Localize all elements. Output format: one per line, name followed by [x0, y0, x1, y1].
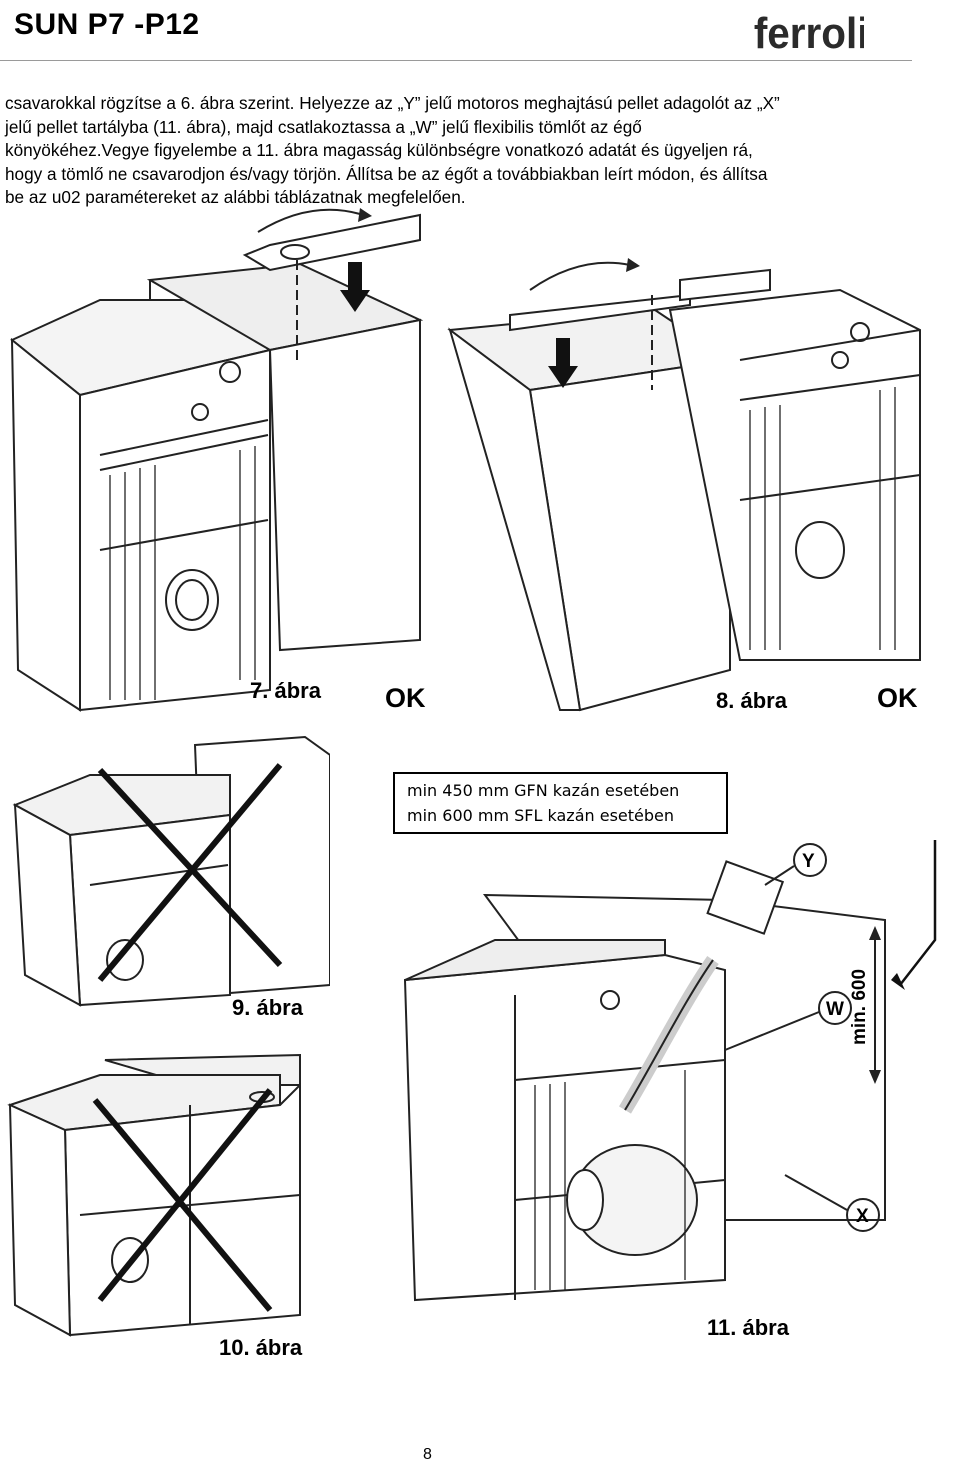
intro-line: be az u02 paramétereket az alábbi tábláz… — [5, 187, 466, 207]
note-line: min 600 mm SFL kazán esetében — [407, 806, 674, 825]
figure-7-caption: 7. ábra — [250, 678, 321, 703]
note-line: min 450 mm GFN kazán esetében — [407, 781, 680, 800]
figure-7-ok: OK — [385, 683, 426, 713]
svg-text:ferroli: ferroli — [754, 8, 864, 56]
figure-11-drawing: min. 600 Y W X — [403, 840, 937, 1302]
dimension-label: min. 600 — [849, 969, 870, 1045]
intro-line: jelű pellet tartályba (11. ábra), majd c… — [5, 116, 642, 137]
label-w: W — [826, 999, 844, 1020]
figure-11-caption: 11. ábra — [707, 1315, 789, 1340]
label-x: X — [856, 1206, 869, 1227]
document-title: SUN P7 -P12 — [14, 8, 200, 41]
ferroli-logo: ferroli — [754, 8, 864, 56]
header-divider — [0, 60, 912, 61]
figure-10-caption: 10. ábra — [219, 1335, 303, 1360]
figure-10-drawing — [7, 1053, 301, 1337]
intro-line: könyökéhez.Vegye figyelembe a 11. ábra m… — [5, 140, 753, 160]
figure-9-caption: 9. ábra — [232, 995, 303, 1020]
intro-line: csavarokkal rögzítse a 6. ábra szerint. … — [5, 93, 780, 113]
label-y: Y — [802, 851, 815, 872]
figure-11-note: min 450 mm GFN kazán esetében min 600 mm… — [393, 772, 728, 834]
figure-9-drawing — [12, 735, 330, 1007]
figure-8-drawing — [447, 258, 921, 712]
intro-paragraph: csavarokkal rögzítse a 6. ábra szerint. … — [5, 92, 955, 210]
intro-line: hogy a tömlő ne csavarodjon és/vagy törj… — [5, 163, 768, 184]
figure-8-ok: OK — [877, 683, 918, 713]
page-number: 8 — [423, 1446, 432, 1463]
figure-7-drawing — [10, 208, 424, 712]
figure-8-caption: 8. ábra — [716, 688, 787, 713]
